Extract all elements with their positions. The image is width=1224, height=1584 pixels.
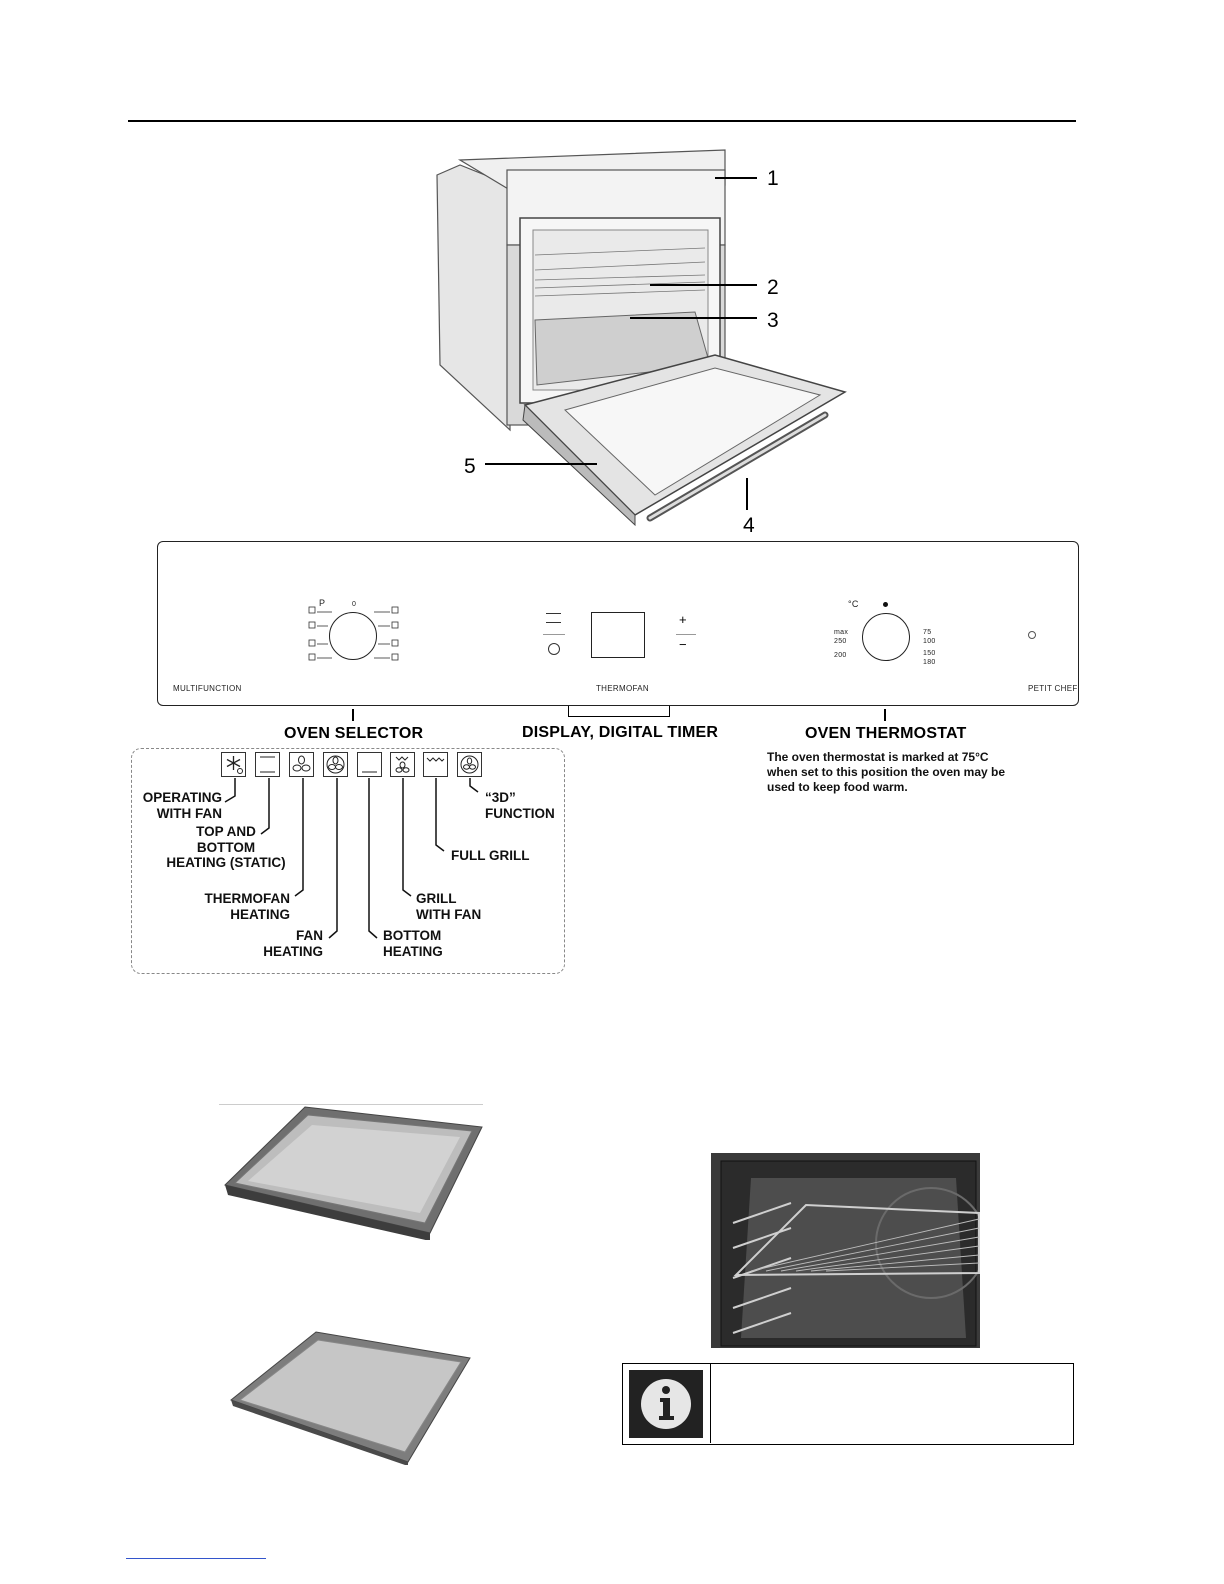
scale-100: 100 [923,638,936,645]
tray-rule [219,1104,483,1105]
info-icon [629,1370,703,1438]
top-bottom-heat-icon [255,752,280,777]
label-top-bottom-heating: TOP AND BOTTOM HEATING (STATIC) [166,824,286,870]
digital-display [591,612,645,658]
thermostat-dot [883,602,888,607]
panel-label-thermofan: THERMOFAN [596,684,649,693]
thermostat-tick [884,709,886,721]
control-panel: P 0 MULTIFUNCTION + − THERMOFAN °C max 2… [157,541,1079,706]
section-oven-selector: OVEN SELECTOR [284,725,424,742]
label-thermofan-heating: THERMOFAN HEATING [204,891,291,922]
selector-zero-mark: 0 [352,601,357,608]
callout-4: 4 [743,514,755,537]
section-display-timer: DISPLAY, DIGITAL TIMER [522,724,719,741]
selector-p-mark: P [319,598,326,608]
oven-illustration [436,149,847,527]
indicator-light [1028,631,1036,639]
note-line-3: used to keep food warm. [767,780,908,794]
timer-bracket [568,706,670,717]
footer-link-rule [126,1558,266,1559]
note-line-2: when set to this position the oven may b… [767,765,1006,779]
header-rule [128,120,1076,122]
oven-thermostat-knob[interactable] [862,613,910,661]
label-fan-heating: FAN HEATING [263,928,323,959]
scale-250: 250 [834,638,847,645]
callout-5: 5 [464,455,476,478]
selector-markers [308,606,399,661]
label-3d-function: “3D” FUNCTION [485,790,555,821]
legend-leaders [224,778,479,939]
timer-plus-button[interactable]: + [679,612,687,627]
functions-legend [131,748,565,974]
info-note-box [622,1363,1074,1445]
3d-fan-icon [457,752,482,777]
label-operating-with-fan: OPERATING WITH FAN [142,790,222,821]
selector-tick [352,709,354,721]
callout-2: 2 [767,276,779,299]
timer-divider-left [543,634,565,635]
scale-max: max [834,629,849,636]
scale-150: 150 [923,650,936,657]
snowflake-icon [221,752,246,777]
menu-icon[interactable] [546,613,561,623]
scale-200: 200 [834,652,847,659]
full-grill-icon [423,752,448,777]
bottom-heat-icon [357,752,382,777]
deep-tray-image [223,1106,483,1240]
fan-icon [323,752,348,777]
grill-fan-icon [390,752,415,777]
section-oven-thermostat: OVEN THERMOSTAT [805,725,967,742]
thermostat-unit: °C [848,599,859,609]
timer-divider-right [676,634,696,635]
scale-75: 75 [923,629,932,636]
label-grill-with-fan: GRILL WITH FAN [416,891,482,922]
oven-rack-image [711,1153,980,1348]
callout-1: 1 [767,167,779,190]
panel-label-petit-chef: PETIT CHEF [1028,684,1078,693]
thermostat-scale-left: max 250 200 [834,628,848,660]
clock-icon[interactable] [548,643,560,655]
panel-label-multifunction: MULTIFUNCTION [173,684,242,693]
shallow-tray-image [229,1331,471,1465]
note-line-1: The oven thermostat is marked at 75°C [767,750,989,764]
info-icon-cell [623,1364,711,1443]
oven-selector-knob[interactable] [329,612,377,660]
thermostat-note: The oven thermostat is marked at 75°C wh… [767,750,1027,795]
scale-180: 180 [923,659,936,666]
timer-minus-button[interactable]: − [679,637,687,652]
thermofan-icon [289,752,314,777]
label-full-grill: FULL GRILL [451,848,530,863]
label-bottom-heating: BOTTOM HEATING [383,928,443,959]
callout-3: 3 [767,309,779,332]
thermostat-scale-right: 75 100 150 180 [923,628,936,667]
